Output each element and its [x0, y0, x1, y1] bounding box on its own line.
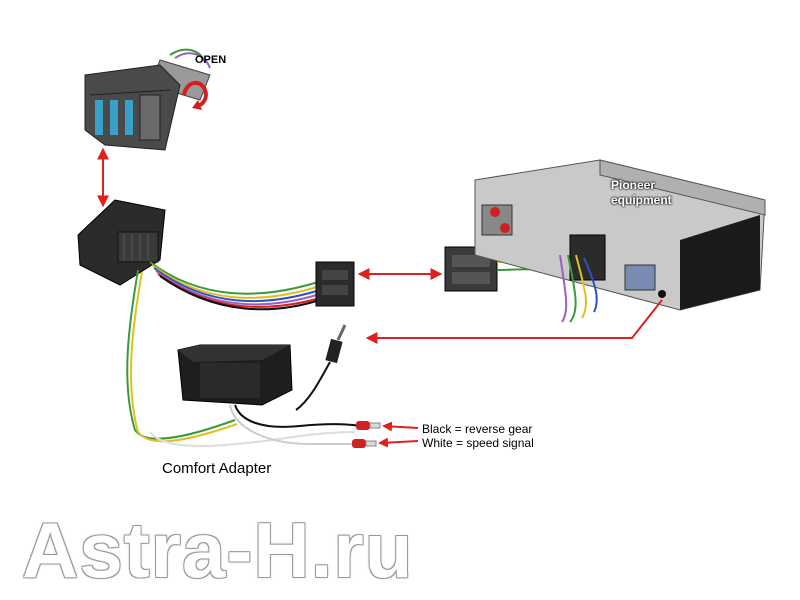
- white-wire-label: White = speed signal: [422, 436, 534, 450]
- arrow-white-wire: [380, 441, 418, 443]
- arrow-black-wire: [384, 426, 418, 428]
- car-connector: [85, 50, 210, 150]
- comfort-adapter-label: Comfort Adapter: [162, 460, 271, 477]
- pioneer-label-line1: Pioneer: [611, 178, 691, 193]
- iso-plug: [316, 262, 354, 306]
- terminal-white: [352, 439, 376, 448]
- terminal-black: [356, 421, 380, 430]
- link-arrow-jack-to-remote: [368, 300, 662, 338]
- remote-jack-plug: [296, 325, 345, 410]
- open-label: OPEN: [195, 54, 226, 66]
- pioneer-label: Pioneer equipment: [611, 178, 691, 208]
- wire-bundle: [150, 262, 320, 309]
- watermark: Astra-H.ru: [22, 505, 413, 596]
- comfort-adapter-box: [178, 345, 292, 405]
- black-wire-label: Black = reverse gear: [422, 422, 532, 436]
- pioneer-label-line2: equipment: [611, 193, 691, 208]
- harness-connector: [78, 200, 165, 285]
